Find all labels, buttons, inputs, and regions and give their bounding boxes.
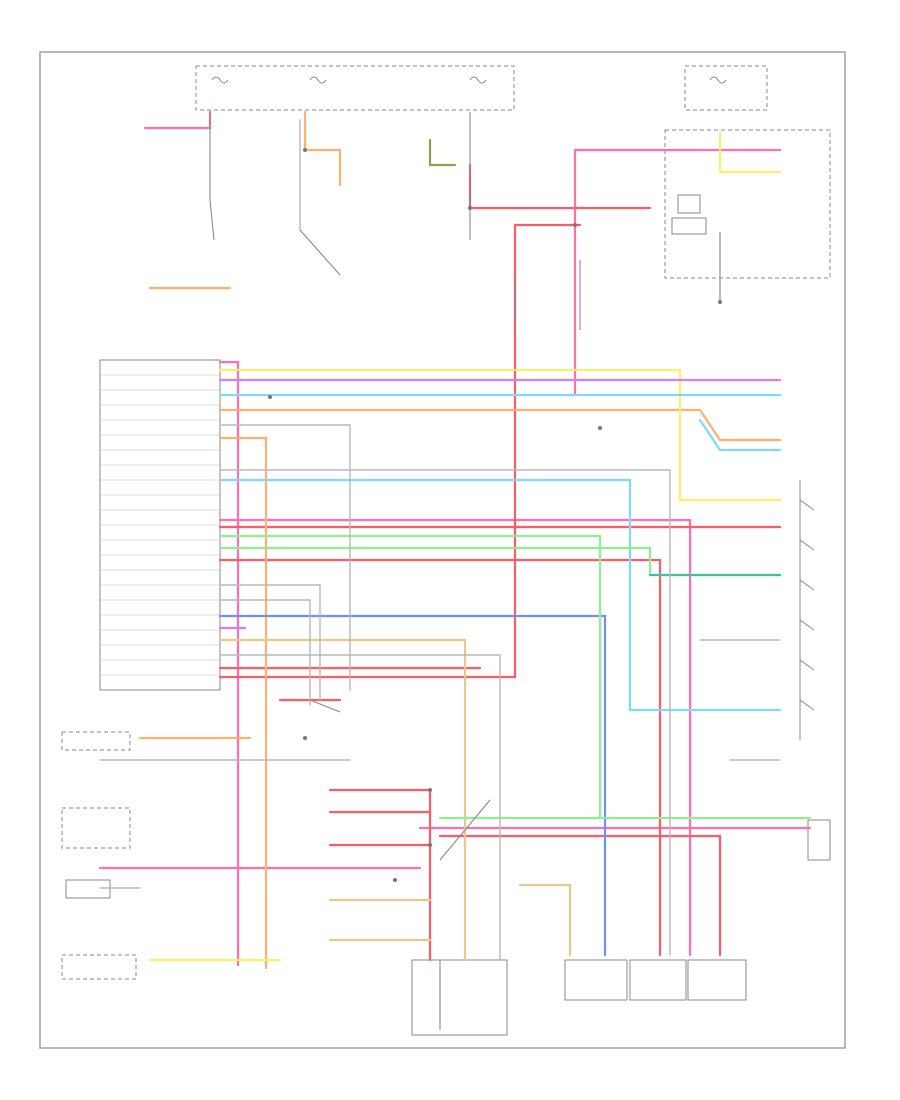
selector-switch-ladder — [799, 480, 815, 740]
transmission-connector — [411, 959, 508, 1036]
diagram-border — [39, 51, 846, 1049]
shift-solenoid-box — [61, 954, 137, 980]
right-side-plug — [807, 819, 831, 861]
sensor-connector-2 — [629, 959, 687, 1001]
splice-dots — [268, 148, 722, 882]
sensor-connector-3 — [687, 959, 747, 1001]
pcm-pin-ticks — [100, 374, 220, 676]
relay-box — [664, 129, 831, 279]
wires — [98, 110, 812, 970]
epc-box — [65, 879, 111, 899]
relay-coil — [677, 194, 701, 214]
sensor-connector-1 — [564, 959, 628, 1001]
torque-converter-box — [61, 807, 131, 849]
fuse-panel-box — [195, 65, 515, 111]
fuse-icons — [211, 76, 727, 84]
transmission-range-box — [61, 731, 131, 751]
structure-lines — [209, 112, 721, 1030]
fuse-relay-box — [671, 217, 707, 235]
hot-at-all-times-box — [684, 65, 768, 111]
